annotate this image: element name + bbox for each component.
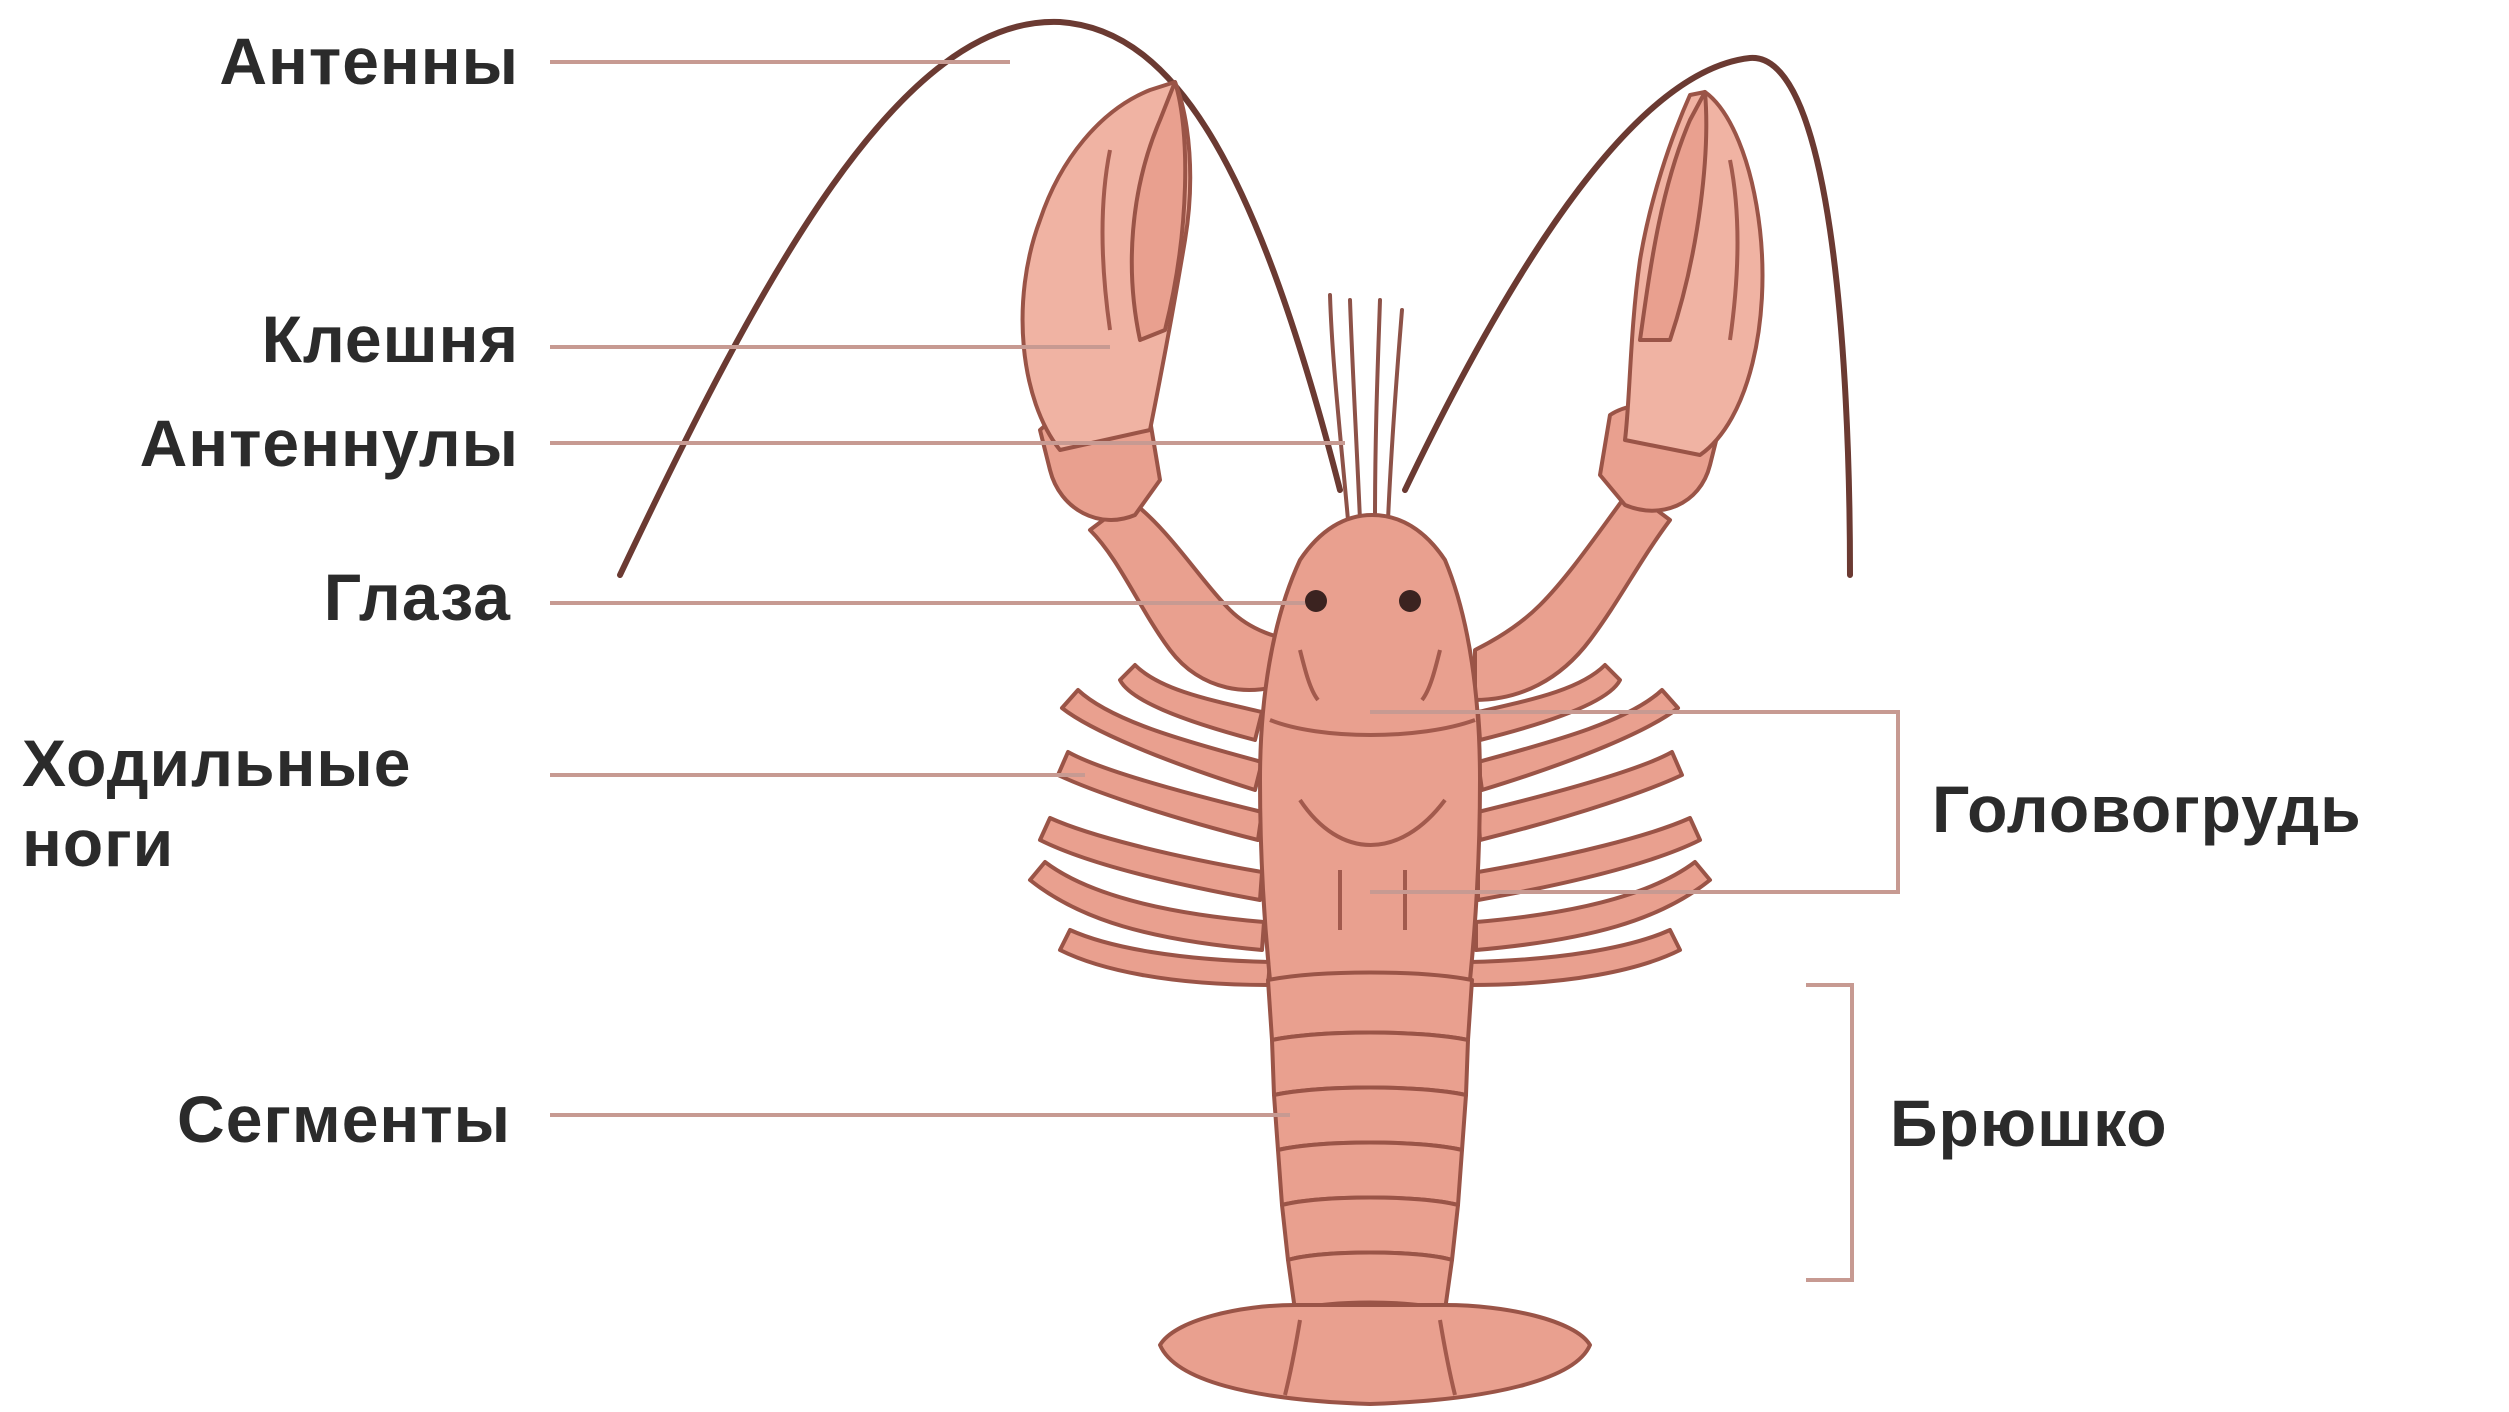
label-eyes: Глаза	[324, 560, 511, 634]
left-antenna	[620, 22, 1340, 575]
bracket-abdomen	[1806, 985, 1852, 1280]
abdomen-segments	[1268, 973, 1472, 1311]
bracket-cephalothorax	[1895, 712, 1898, 892]
left-claw-arm	[1023, 82, 1300, 690]
tail-fan	[1160, 1305, 1590, 1404]
right-eye	[1399, 590, 1421, 612]
label-antennae: Антенны	[219, 24, 519, 98]
left-eye	[1305, 590, 1327, 612]
label-antennules: Антеннулы	[140, 406, 519, 480]
label-abdomen: Брюшко	[1890, 1086, 2168, 1160]
cephalothorax-shape	[1260, 515, 1480, 980]
walking-legs-left	[1030, 665, 1270, 985]
right-claw-arm	[1475, 92, 1763, 700]
label-segments: Сегменты	[177, 1082, 511, 1156]
label-claw: Клешня	[262, 302, 519, 376]
label-cephalothorax: Головогрудь	[1932, 772, 2362, 846]
label-walking-legs-line1: Ходильные	[22, 726, 412, 800]
label-walking-legs-line2: ноги	[22, 806, 174, 880]
